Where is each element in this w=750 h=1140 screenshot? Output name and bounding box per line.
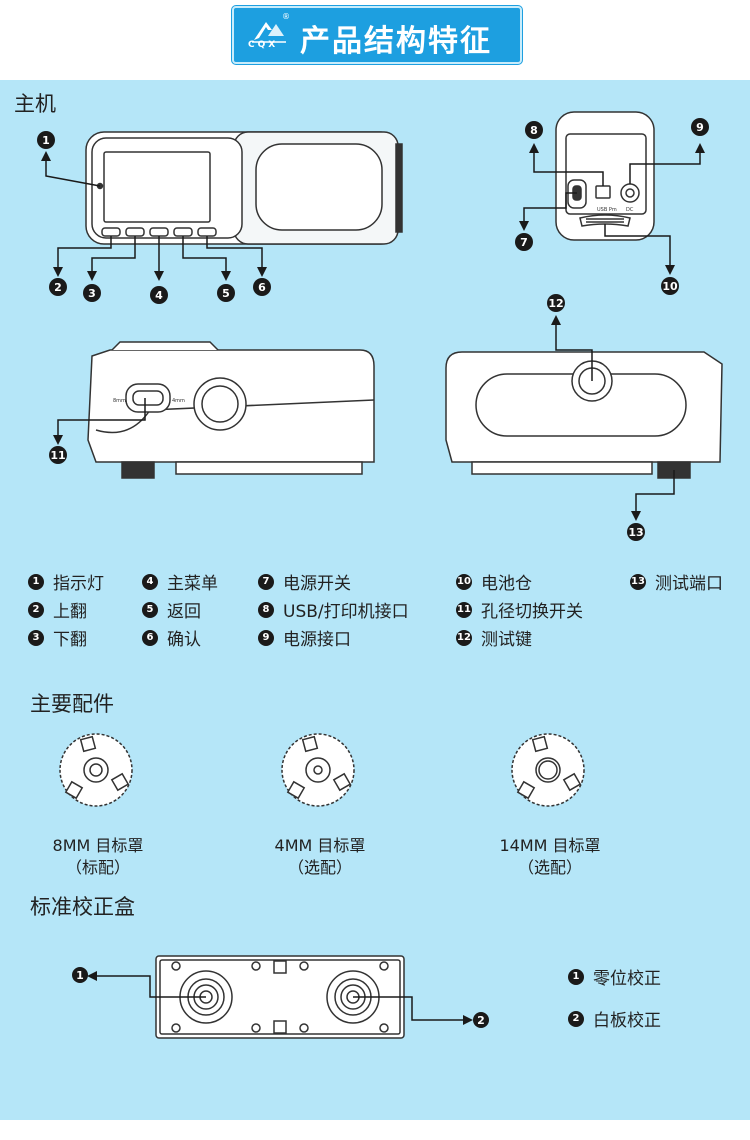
registered-mark: ® — [282, 12, 290, 21]
callout-1 — [37, 131, 55, 149]
cqx-logo-icon — [252, 22, 286, 43]
header: CQX ® 产品结构特征 — [0, 0, 750, 80]
callout-7 — [515, 233, 533, 251]
svg-text:6: 6 — [258, 281, 266, 294]
logo-text: CQX — [248, 40, 279, 50]
rear-view-drawing — [555, 111, 655, 241]
usb-port-label: USB Pm — [597, 207, 617, 213]
accessory-label-4mm: 4MM 目标罩 （选配） — [274, 836, 366, 877]
leader-lines — [41, 143, 705, 1025]
svg-text:4: 4 — [155, 289, 163, 302]
callout-13 — [627, 523, 645, 541]
svg-text:11: 11 — [50, 449, 65, 462]
svg-text:7: 7 — [520, 236, 528, 249]
accessory-label-14mm: 14MM 目标罩 （选配） — [499, 836, 601, 877]
callout-4 — [150, 286, 168, 304]
svg-text:1: 1 — [42, 134, 50, 147]
callout-3 — [83, 284, 101, 302]
callout-10 — [661, 277, 679, 295]
svg-text:5: 5 — [222, 287, 230, 300]
target-cap-8mm-drawing — [59, 733, 133, 807]
svg-text:10: 10 — [662, 280, 678, 293]
svg-text:2: 2 — [54, 281, 62, 294]
title-banner: CQX ® 产品结构特征 — [232, 6, 522, 64]
svg-text:2: 2 — [477, 1014, 485, 1027]
svg-text:13: 13 — [628, 526, 643, 539]
dc-port-label: DC — [626, 207, 634, 213]
section-title-host: 主机 — [14, 92, 56, 116]
callout-cal-2 — [473, 1012, 489, 1028]
page-title: 产品结构特征 — [300, 24, 492, 59]
target-cap-4mm-drawing — [281, 733, 355, 807]
callout-6 — [253, 278, 271, 296]
front-view-drawing — [85, 131, 403, 245]
left-side-view-drawing — [87, 341, 375, 479]
callout-markers: 1 2 3 4 5 6 7 8 9 10 11 12 13 1 — [37, 118, 709, 1028]
section-title-accessories: 主要配件 — [30, 692, 114, 716]
svg-text:9: 9 — [696, 121, 704, 134]
svg-text:1: 1 — [76, 969, 84, 982]
callout-2 — [49, 278, 67, 296]
target-cap-14mm-drawing — [511, 733, 585, 807]
callout-12 — [547, 294, 565, 312]
aperture-left-label: 8mm — [113, 398, 126, 404]
section-title-calibration: 标准校正盒 — [30, 895, 135, 919]
content-panel — [0, 80, 750, 1120]
svg-text:8: 8 — [530, 124, 538, 137]
callout-8 — [525, 121, 543, 139]
callout-11 — [49, 446, 67, 464]
callout-5 — [217, 284, 235, 302]
callout-9 — [691, 118, 709, 136]
aperture-right-label: 4mm — [172, 398, 185, 404]
svg-text:12: 12 — [548, 297, 563, 310]
svg-text:3: 3 — [88, 287, 96, 300]
callout-cal-1 — [72, 967, 88, 983]
accessory-label-8mm: 8MM 目标罩 （标配） — [52, 836, 144, 877]
right-side-view-drawing — [445, 351, 723, 479]
